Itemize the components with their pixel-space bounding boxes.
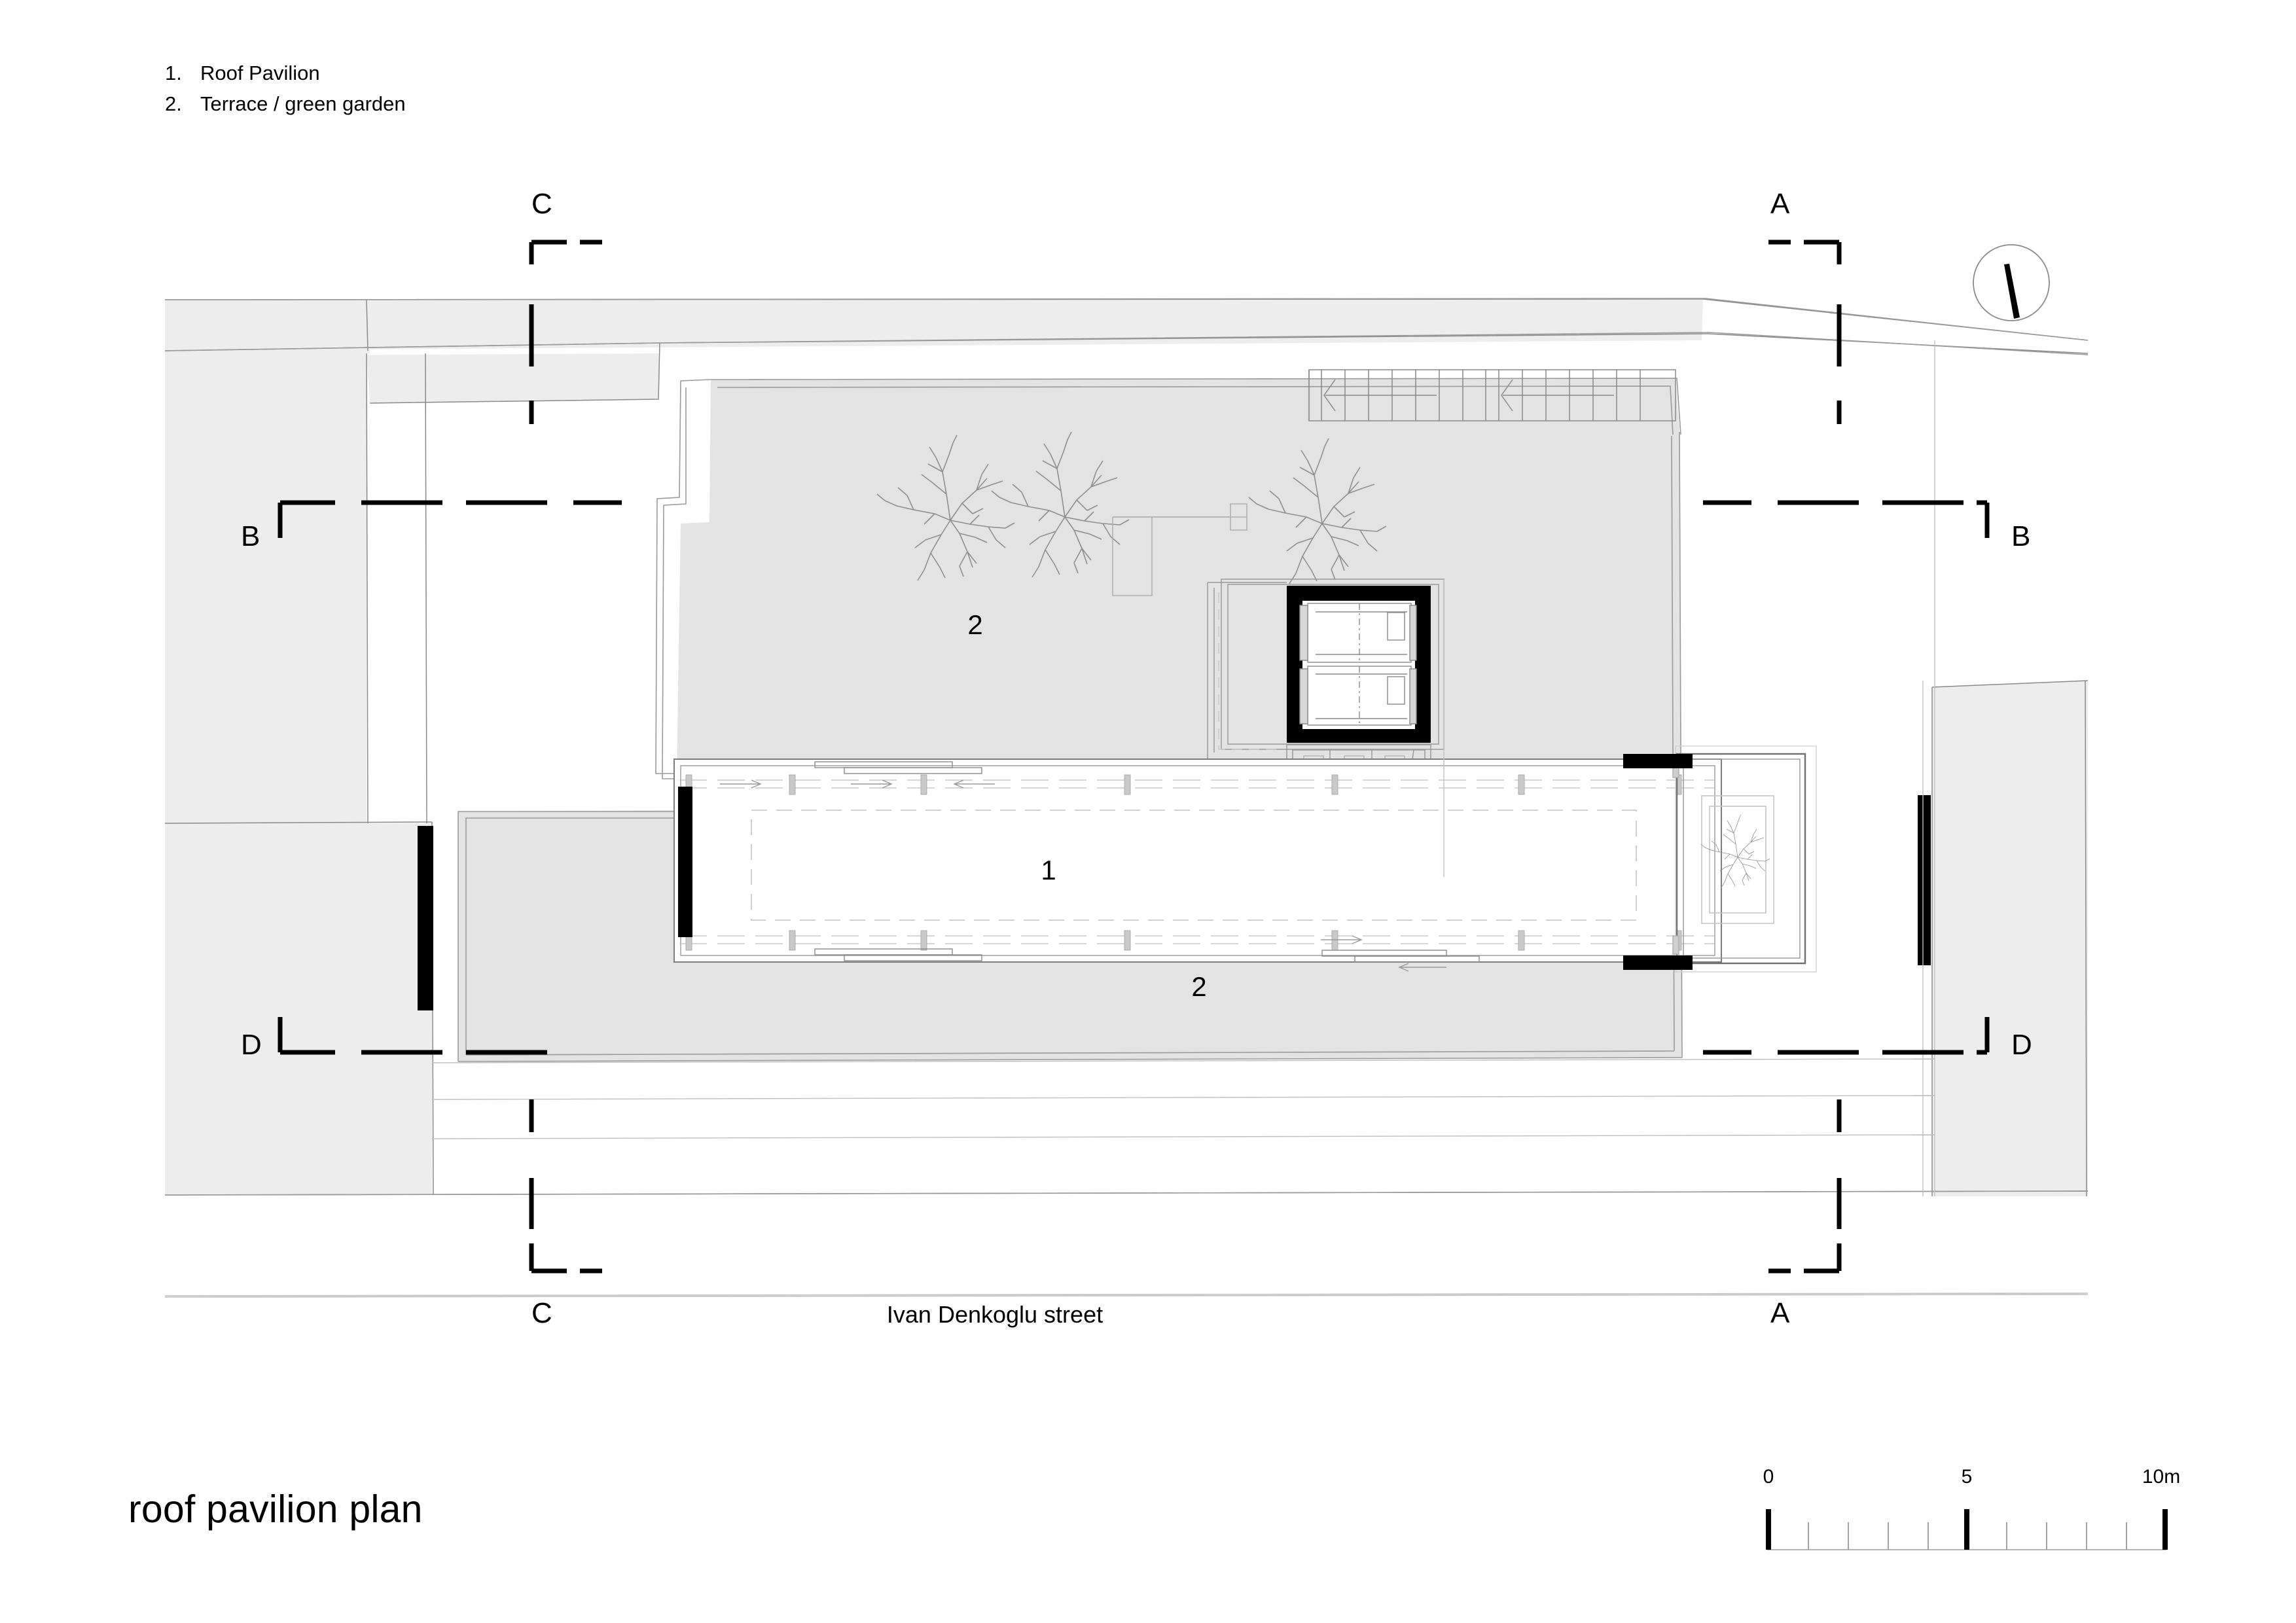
stair-flights: [1308, 369, 1676, 421]
party-wall-west: [418, 826, 433, 1010]
wall-seg-ne: [1623, 754, 1693, 768]
terrace-pergola: [1112, 503, 1247, 596]
section-line-D: [278, 1017, 1990, 1055]
section-marker-C-top: C: [531, 188, 552, 220]
party-wall-east: [1918, 795, 1931, 965]
scale-label-0: 0: [1763, 1466, 1774, 1488]
section-lines: [278, 240, 1990, 1274]
section-line-A: [1768, 240, 1842, 1274]
room-label-pavilion: 1: [1041, 855, 1056, 885]
legend-item-number: 2.: [165, 92, 182, 116]
scale-bar: 0 5 10m: [1763, 1466, 2181, 1551]
section-marker-B-right: B: [2011, 520, 2031, 552]
legend-item-label: Roof Pavilion: [200, 62, 320, 84]
scale-label-10: 10m: [2142, 1466, 2181, 1488]
room-label-terrace-upper: 2: [967, 609, 983, 640]
party-wall-left: [678, 787, 692, 937]
section-marker-D-right: D: [2011, 1029, 2032, 1061]
solid-wall-segments: [418, 754, 1931, 1010]
page-title: roof pavilion plan: [128, 1488, 423, 1531]
legend-item: 2. Terrace / green garden: [165, 88, 406, 119]
scale-label-5: 5: [1961, 1466, 1973, 1488]
north-arrow-icon: [1973, 244, 2050, 321]
section-marker-C-bottom: C: [531, 1297, 552, 1329]
roof-pavilion-volume: [673, 758, 1722, 972]
wall-seg-se: [1623, 955, 1693, 970]
street-baseline: [164, 1294, 2089, 1298]
site-boundary-lines: [164, 298, 2089, 1296]
section-marker-A-bottom: A: [1770, 1297, 1790, 1329]
scale-bar-graphic: [1766, 1509, 2168, 1550]
elevator-core: [1221, 579, 1444, 750]
section-marker-A-top: A: [1770, 188, 1790, 220]
legend: 1. Roof Pavilion 2. Terrace / green gard…: [165, 58, 406, 119]
legend-item-label: Terrace / green garden: [200, 92, 406, 116]
legend-item-number: 1.: [165, 62, 182, 84]
section-line-B: [278, 500, 1990, 538]
section-marker-D-left: D: [241, 1029, 262, 1061]
context-buildings: [164, 298, 2089, 1197]
room-label-terrace-lower: 2: [1191, 971, 1207, 1002]
legend-item: 1. Roof Pavilion: [165, 58, 406, 88]
section-marker-B-left: B: [241, 520, 260, 552]
street-label: Ivan Denkoglu street: [886, 1301, 1103, 1328]
section-line-C: [529, 240, 602, 1274]
